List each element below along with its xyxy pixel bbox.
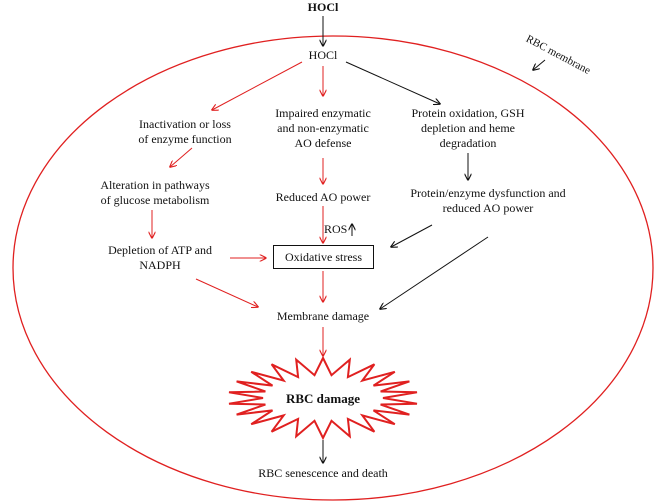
protein-dysfunction-node: Protein/enzyme dysfunction and reduced A… — [410, 186, 566, 215]
arrow-dysfunction-to-membrane — [380, 236, 489, 309]
arrow-dysfunction-to-oxstress — [391, 224, 433, 247]
hocl-outside-label: HOCl — [307, 0, 339, 14]
ros-label: ROS — [324, 222, 348, 236]
senescence-node: RBC senescence and death — [258, 466, 388, 480]
inactivation-node: Inactivation or loss of enzyme function — [138, 117, 232, 146]
membrane-damage-node: Membrane damage — [276, 309, 370, 323]
impaired-defense-node: Impaired enzymatic and non-enzymatic AO … — [275, 106, 371, 150]
reduced-ao-node: Reduced AO power — [275, 190, 371, 204]
alteration-node: Alteration in pathways of glucose metabo… — [100, 178, 210, 207]
arrow-depletion-to-membrane — [195, 278, 258, 307]
rbc-damage-starburst — [228, 355, 418, 441]
hocl-inside-label: HOCl — [308, 48, 338, 62]
rbc-membrane-ellipse — [12, 35, 654, 501]
depletion-node: Depletion of ATP and NADPH — [108, 243, 212, 272]
oxidative-stress-box: Oxidative stress — [273, 245, 374, 269]
rbc-damage-label: RBC damage — [285, 391, 361, 406]
arrow-hocl-to-inactivation — [212, 61, 303, 110]
arrow-membrane-pointer — [533, 59, 546, 70]
arrow-inactivation-to-alteration — [170, 147, 193, 167]
protein-oxidation-node: Protein oxidation, GSH depletion and hem… — [411, 106, 525, 150]
arrow-hocl-to-protein-ox — [345, 61, 440, 104]
